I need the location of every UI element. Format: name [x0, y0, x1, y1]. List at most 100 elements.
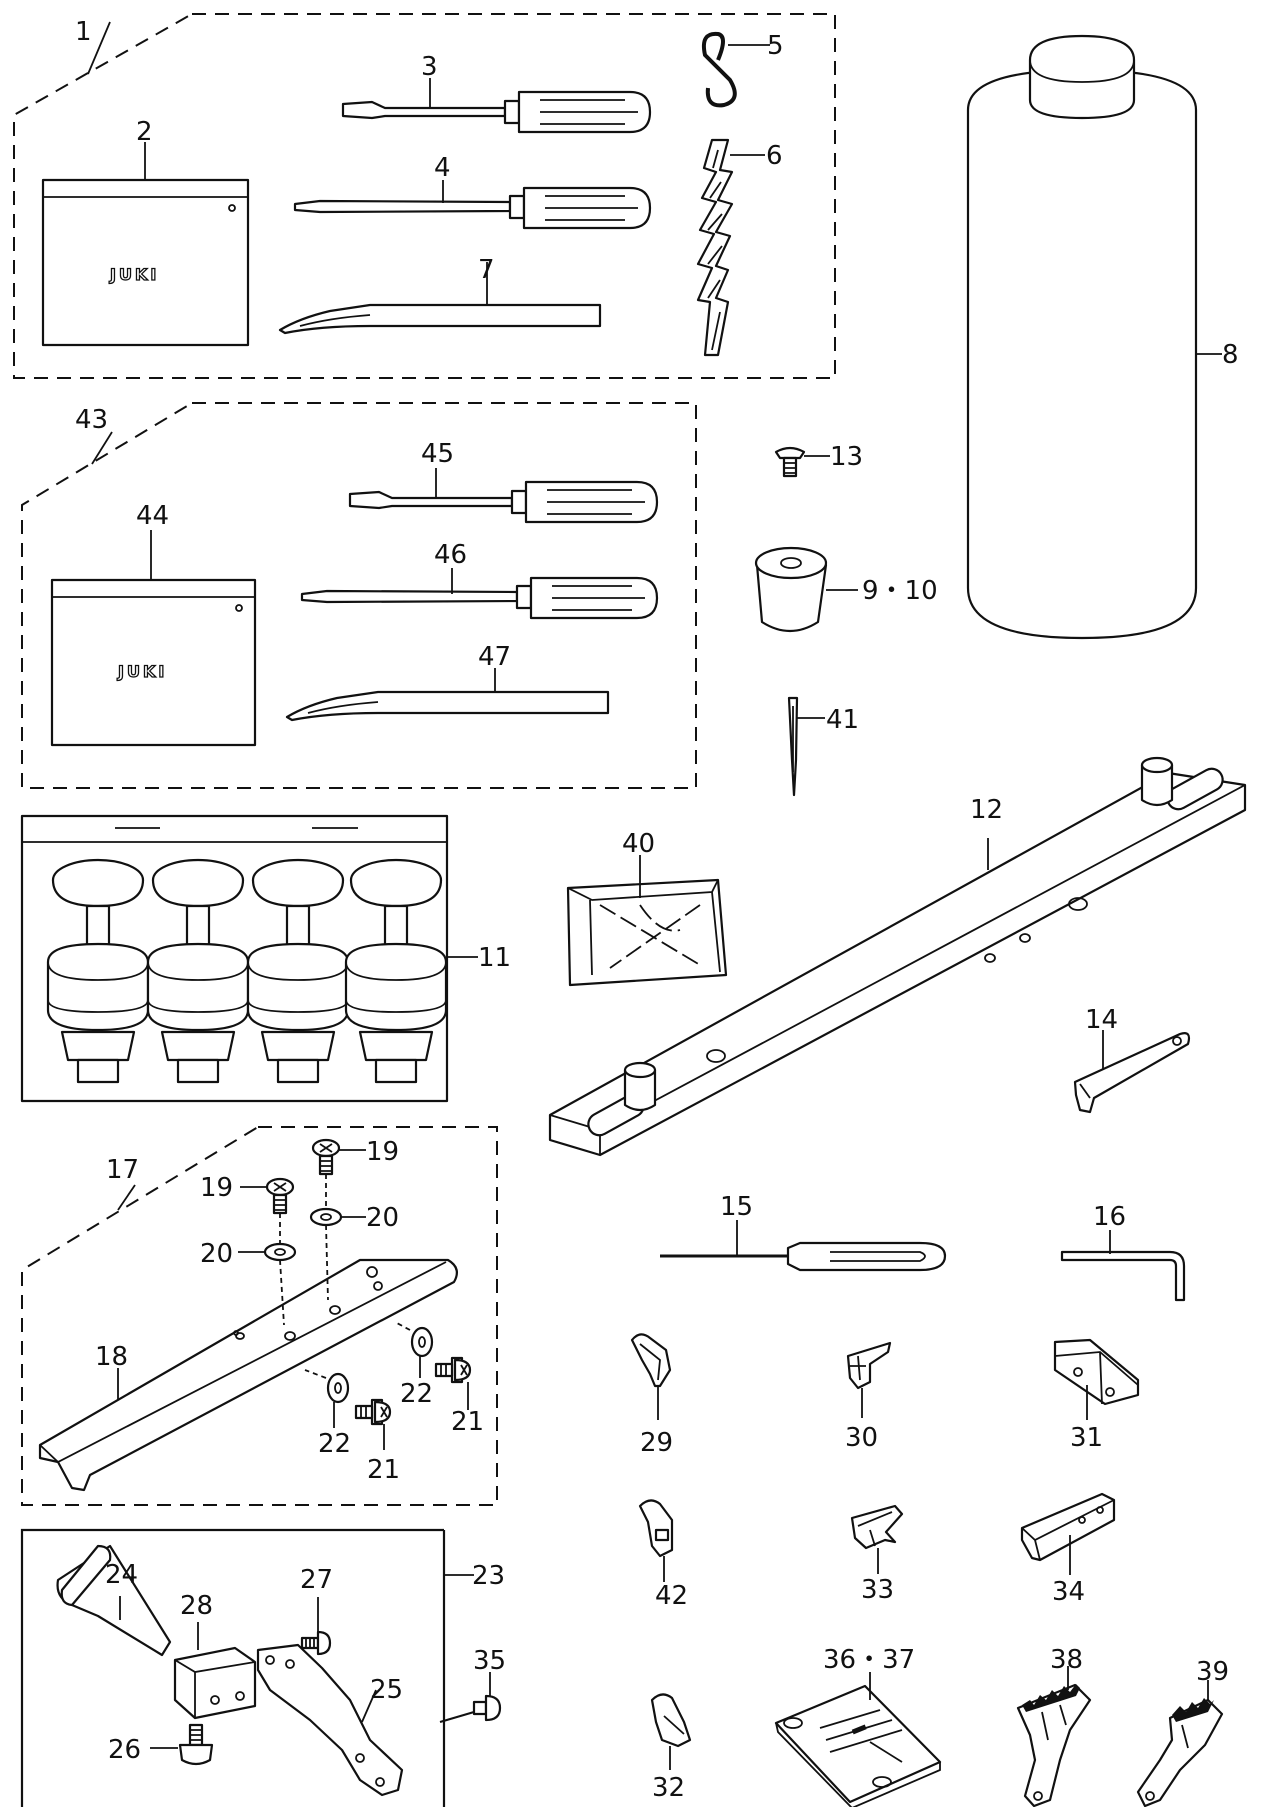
- callout-27: 27: [300, 1565, 333, 1595]
- callout-39: 39: [1196, 1657, 1229, 1687]
- screw-13: 13: [774, 442, 863, 478]
- screw-19-lower: 19: [200, 1173, 295, 1244]
- callout-21-left: 21: [367, 1455, 400, 1485]
- callout-33: 33: [861, 1575, 894, 1605]
- callout-23: 23: [472, 1561, 505, 1591]
- callout-6: 6: [766, 141, 783, 171]
- screwdriver-3: 3: [341, 52, 652, 134]
- presser-part-31: 31: [1053, 1338, 1140, 1453]
- callout-20-upper: 20: [366, 1203, 399, 1233]
- needle-41: 41: [787, 696, 859, 797]
- knee-lifter-bar-12: 12: [548, 756, 1247, 1157]
- callout-1: 1: [75, 17, 92, 47]
- callout-43: 43: [75, 405, 108, 435]
- callout-45: 45: [421, 439, 454, 469]
- callout-16: 16: [1093, 1202, 1126, 1232]
- washer-20-lower: 20: [200, 1239, 297, 1326]
- screw-35: 35: [439, 1646, 506, 1724]
- callout-13: 13: [830, 442, 863, 472]
- s-hook-5: 5: [701, 31, 784, 108]
- thread-cone: [246, 858, 350, 1084]
- washer-20-upper: 20: [309, 1203, 399, 1301]
- callout-19-upper: 19: [366, 1137, 399, 1167]
- callout-41: 41: [826, 705, 859, 735]
- presser-part-32: 32: [650, 1693, 692, 1803]
- callout-32: 32: [652, 1773, 685, 1803]
- callout-30: 30: [845, 1423, 878, 1453]
- screw-26: 26: [108, 1723, 214, 1766]
- callout-28: 28: [180, 1591, 213, 1621]
- callout-11: 11: [478, 943, 511, 973]
- callout-44: 44: [136, 501, 169, 531]
- thread-cone: [344, 858, 448, 1084]
- screw-21-left: 21: [354, 1398, 400, 1485]
- callout-22-right: 22: [400, 1379, 433, 1409]
- plate-group-17: 17 18 19 20: [21, 1126, 498, 1506]
- thread-cone: [146, 858, 250, 1084]
- tool-kit-group-1: 1 JUKI 2 3 4: [13, 13, 836, 379]
- plate-18: 18: [38, 1258, 459, 1492]
- bag-brand-logo-44: JUKI: [117, 662, 167, 681]
- tool-bag-44: JUKI 44: [50, 501, 257, 747]
- callout-25: 25: [370, 1675, 403, 1705]
- callout-17: 17: [106, 1155, 139, 1185]
- callout-34: 34: [1052, 1577, 1085, 1607]
- screwdriver-46: 46: [300, 540, 659, 620]
- screwdriver-15: 15: [660, 1192, 947, 1272]
- callout-40: 40: [622, 829, 655, 859]
- callout-18: 18: [95, 1342, 128, 1372]
- presser-part-30: 30: [845, 1341, 892, 1453]
- tool-kit-group-43: 43 JUKI 44 45 46: [21, 402, 697, 789]
- plate-wrench-14: 14: [1073, 1005, 1191, 1114]
- callout-2: 2: [136, 117, 153, 147]
- thread-stand-11: 11: [20, 814, 511, 1103]
- tweezers-7: 7: [278, 255, 602, 335]
- callout-7: 7: [478, 255, 495, 285]
- washer-22-right: 22: [394, 1321, 434, 1409]
- callout-4: 4: [434, 153, 451, 183]
- oil-bottle-8: 8: [966, 34, 1239, 640]
- callout-12: 12: [970, 795, 1003, 825]
- presser-part-34: 34: [1020, 1492, 1116, 1607]
- callout-21-right: 21: [451, 1407, 484, 1437]
- screwdriver-4: 4: [293, 153, 652, 230]
- callout-8: 8: [1222, 340, 1239, 370]
- knee-lifter-group-23: 23 24 28 26 25: [20, 1528, 506, 1807]
- lever-25: 25: [256, 1643, 404, 1797]
- tweezers-47: 47: [285, 642, 610, 722]
- callout-42: 42: [655, 1581, 688, 1611]
- dust-cover-40: 40: [566, 829, 728, 987]
- callout-9-10: 9・10: [862, 576, 938, 606]
- presser-part-42: 42: [638, 1499, 688, 1611]
- callout-3: 3: [421, 52, 438, 82]
- callout-5: 5: [767, 31, 784, 61]
- callout-14: 14: [1085, 1005, 1118, 1035]
- needle-plate-36-37: 36・37: [774, 1645, 942, 1807]
- screw-27: 27: [300, 1565, 333, 1656]
- screwdriver-45: 45: [348, 439, 659, 524]
- callout-15: 15: [720, 1192, 753, 1222]
- callout-19-lower: 19: [200, 1173, 233, 1203]
- washer-22-left: 22: [304, 1369, 351, 1459]
- presser-part-29: 29: [630, 1333, 673, 1458]
- chain-6: 6: [696, 138, 783, 357]
- callout-26: 26: [108, 1735, 141, 1765]
- bag-brand-logo: JUKI: [109, 265, 159, 284]
- callout-36-37: 36・37: [823, 1645, 915, 1675]
- callout-46: 46: [434, 540, 467, 570]
- callout-20-lower: 20: [200, 1239, 233, 1269]
- feed-dog-38: 38: [1016, 1645, 1092, 1807]
- feed-dog-39: 39: [1136, 1657, 1229, 1807]
- callout-22-left: 22: [318, 1429, 351, 1459]
- shaft-24: 24: [56, 1544, 172, 1657]
- presser-part-33: 33: [850, 1504, 904, 1605]
- screw-21-right: 21: [434, 1356, 484, 1437]
- callout-24: 24: [105, 1560, 138, 1590]
- thread-cone: [46, 858, 150, 1084]
- rubber-cushion-9-10: 9・10: [754, 546, 938, 633]
- callout-38: 38: [1050, 1645, 1083, 1675]
- hex-wrench-16: 16: [1060, 1202, 1186, 1302]
- block-28: 28: [173, 1591, 257, 1720]
- callout-31: 31: [1070, 1423, 1103, 1453]
